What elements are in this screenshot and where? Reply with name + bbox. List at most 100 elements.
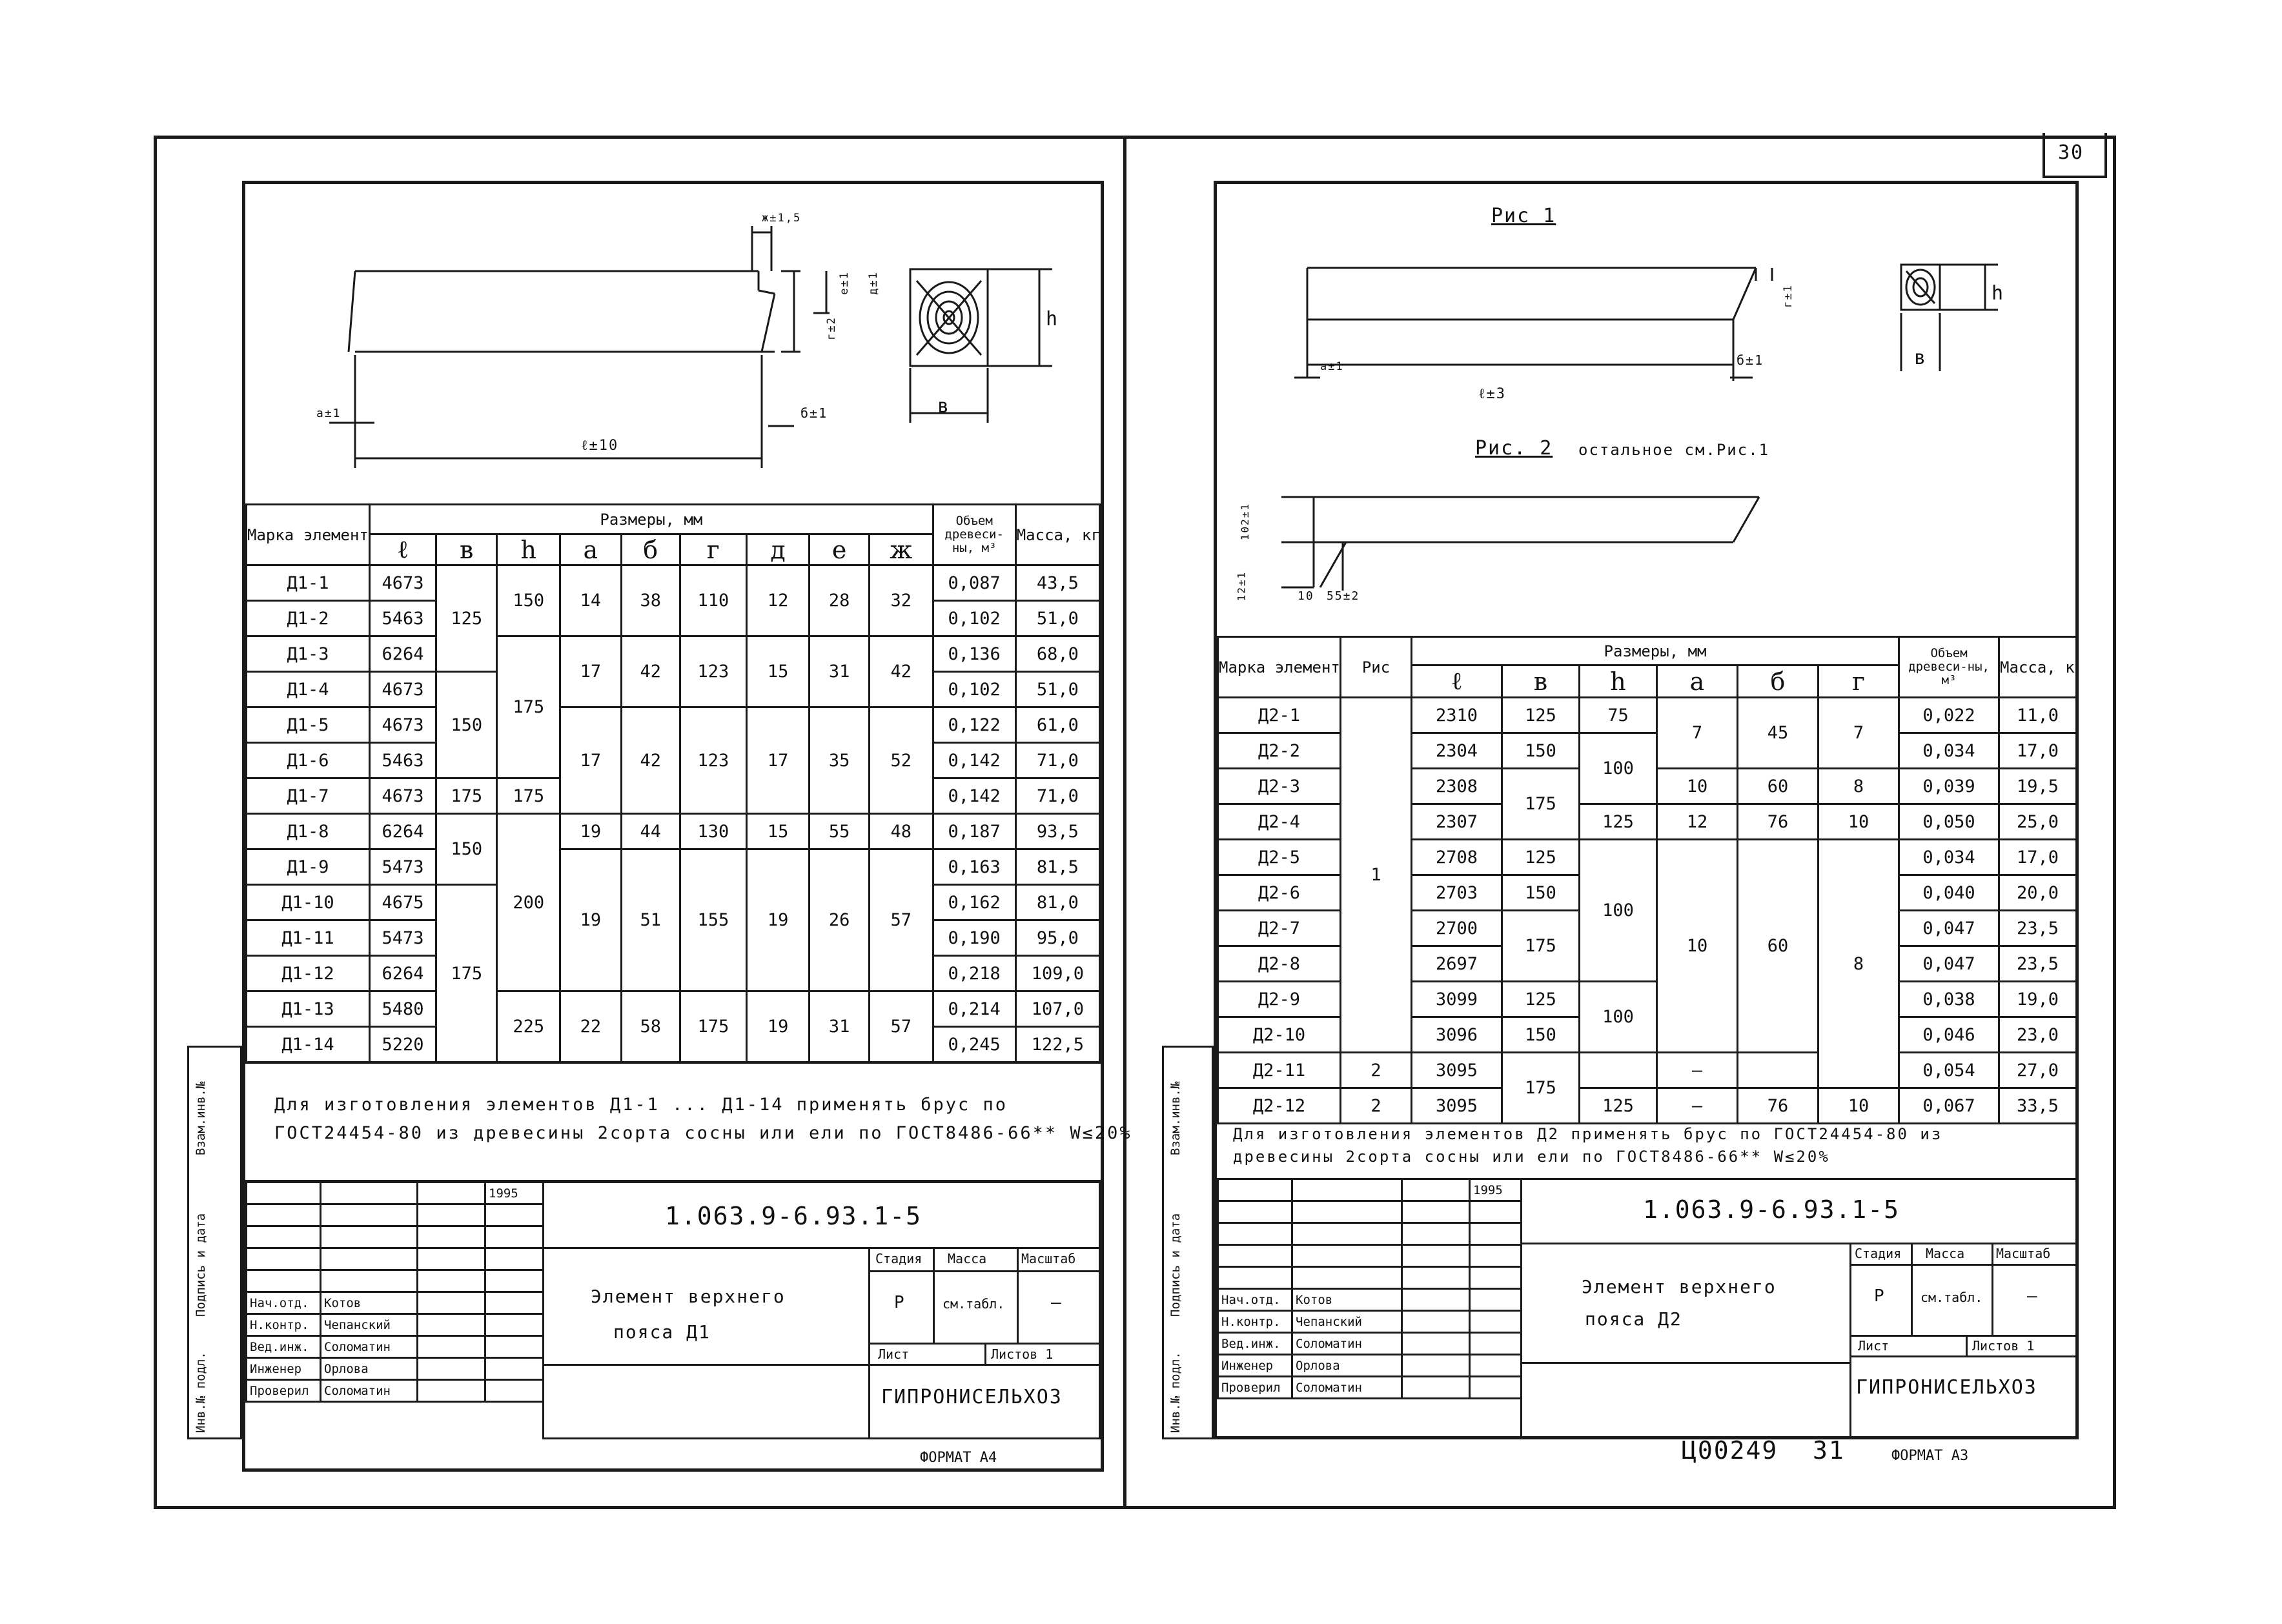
right-cell-a: — — [1656, 1051, 1738, 1089]
left-cell-zh: 32 — [868, 564, 934, 637]
left-cell-a: 19 — [559, 848, 622, 992]
left-dim-side1: е±1 — [837, 271, 851, 295]
left-cell-g: 130 — [678, 813, 748, 850]
right-col-g: г — [1817, 664, 1900, 698]
outer-frame — [154, 136, 2116, 1509]
left-row-mark: Д1-11 — [245, 919, 371, 957]
left-row-mass: 93,5 — [1014, 813, 1101, 850]
right-cell-h-empty — [1578, 1051, 1658, 1088]
right-row-mass: 20,0 — [1998, 874, 2078, 911]
left-row-vol: 0,142 — [932, 777, 1017, 815]
left-tb-name: Чепанский — [320, 1313, 418, 1337]
right-row-mark: Д2-6 — [1217, 874, 1341, 911]
right-cell-v: 175 — [1501, 1051, 1580, 1124]
right-row-mass: 27,0 — [1998, 1051, 2078, 1089]
left-col-b: б — [620, 533, 681, 566]
right-cell-h: 100 — [1578, 732, 1658, 805]
left-cell-b: 42 — [620, 635, 681, 708]
left-tb-role: Нач.отд. — [245, 1291, 321, 1315]
left-cell-v: 175 — [434, 777, 498, 815]
left-tb-h-stage: Стадия — [875, 1251, 922, 1266]
right-beam-fig2-drawing — [1281, 496, 1760, 591]
left-row-vol: 0,214 — [932, 990, 1017, 1028]
right-cell-b-empty — [1737, 1051, 1819, 1088]
left-cell-g: 175 — [678, 990, 748, 1063]
left-tb-name: Орлова — [320, 1357, 418, 1381]
left-side-label-inv: Инв.№ подл. — [194, 1352, 208, 1433]
left-tb-sheets: Листов 1 — [991, 1346, 1054, 1362]
right-row-mark: Д2-12 — [1217, 1087, 1341, 1124]
left-cell-zh: 57 — [868, 990, 934, 1063]
right-tb-sheets: Листов 1 — [1972, 1338, 2035, 1354]
right-tb-hline4 — [1520, 1362, 1849, 1364]
right-tb-role: Вед.инж. — [1217, 1332, 1293, 1355]
right-row-mark: Д2-7 — [1217, 909, 1341, 947]
right-row-mark: Д2-2 — [1217, 732, 1341, 769]
left-elements-table: Марка элемента Размеры, мм Объем древеси… — [245, 503, 1101, 1063]
right-row-vol: 0,022 — [1898, 696, 2001, 734]
left-cell-e: 35 — [808, 706, 870, 815]
right-col-h: h — [1578, 664, 1658, 698]
bottom-sheet: 31 — [1813, 1436, 1845, 1465]
right-row-v: 150 — [1501, 1016, 1580, 1053]
left-row-mark: Д1-6 — [245, 742, 371, 779]
left-tb-stage: Р — [894, 1293, 904, 1312]
right-row-mark: Д2-8 — [1217, 945, 1341, 982]
left-cell-h: 225 — [496, 990, 562, 1063]
right-dim-length: ℓ±3 — [1478, 386, 1507, 402]
left-tb-sheet: Лист — [878, 1346, 910, 1362]
left-row-l: 4673 — [369, 706, 437, 744]
right-fig2-dim-a: 10 — [1298, 589, 1314, 603]
right-row-l: 3095 — [1411, 1087, 1503, 1124]
right-col-v: в — [1501, 664, 1580, 698]
right-tb-col1 — [1911, 1243, 1913, 1335]
left-row-mark: Д1-4 — [245, 671, 371, 708]
left-row-l: 6264 — [369, 813, 437, 850]
left-tb-hline1 — [868, 1270, 1101, 1272]
right-row-mass: 11,0 — [1998, 696, 2078, 734]
left-dim-side3: г±2 — [824, 316, 838, 340]
right-tb-h-stage: Стадия — [1855, 1246, 1902, 1261]
right-row-mark: Д2-4 — [1217, 803, 1341, 840]
left-col-d: д — [745, 533, 811, 566]
right-fig2-dim-d: 102±1 — [1239, 502, 1252, 541]
left-row-mark: Д1-14 — [245, 1026, 371, 1063]
right-tb-name: Соломатин — [1291, 1375, 1403, 1399]
left-row-l: 5473 — [369, 919, 437, 957]
right-cell-b: 76 — [1737, 1087, 1819, 1124]
right-row-v: 125 — [1501, 980, 1580, 1018]
left-tb-role: Вед.инж. — [245, 1335, 321, 1359]
left-row-vol: 0,190 — [932, 919, 1017, 957]
right-row-mark: Д2-10 — [1217, 1016, 1341, 1053]
left-note-line2: ГОСТ24454-80 из древесины 2сорта сосны и… — [274, 1123, 1132, 1143]
left-cell-g: 110 — [678, 564, 748, 637]
left-tb-hline4 — [542, 1364, 868, 1366]
right-cell-a: 10 — [1656, 838, 1738, 1053]
left-cell-e: 31 — [808, 990, 870, 1063]
left-row-vol: 0,187 — [932, 813, 1017, 850]
left-cell-a: 19 — [559, 813, 622, 850]
right-row-l: 3095 — [1411, 1051, 1503, 1089]
left-tb-col2 — [1017, 1247, 1019, 1343]
right-row-mass: 17,0 — [1998, 732, 2078, 769]
left-tb-col3 — [984, 1343, 986, 1364]
left-side-label-vzam: Взам.инв.№ — [194, 1081, 208, 1155]
right-cell-g: 10 — [1817, 1087, 1900, 1124]
left-cell-v: 150 — [434, 813, 498, 886]
right-col-l: ℓ — [1411, 664, 1503, 698]
fig1-title: Рис 1 — [1491, 205, 1556, 227]
right-row-vol: 0,038 — [1898, 980, 2001, 1018]
right-cell-g: 10 — [1817, 803, 1900, 840]
right-tb-col2 — [1992, 1243, 1993, 1335]
right-row-mass: 33,5 — [1998, 1087, 2078, 1124]
right-tb-title1: Элемент верхнего — [1582, 1276, 1777, 1297]
right-side-label-inv: Инв.№ подл. — [1168, 1352, 1183, 1433]
left-row-mass: 109,0 — [1014, 955, 1101, 992]
left-row-l: 4675 — [369, 884, 437, 921]
right-cell-a: 10 — [1656, 767, 1738, 805]
left-row-mass: 81,5 — [1014, 848, 1101, 886]
right-cell-h: 75 — [1578, 696, 1658, 734]
left-cell-h: 175 — [496, 777, 562, 815]
left-cell-zh: 48 — [868, 813, 934, 850]
left-tb-name: Соломатин — [320, 1335, 418, 1359]
